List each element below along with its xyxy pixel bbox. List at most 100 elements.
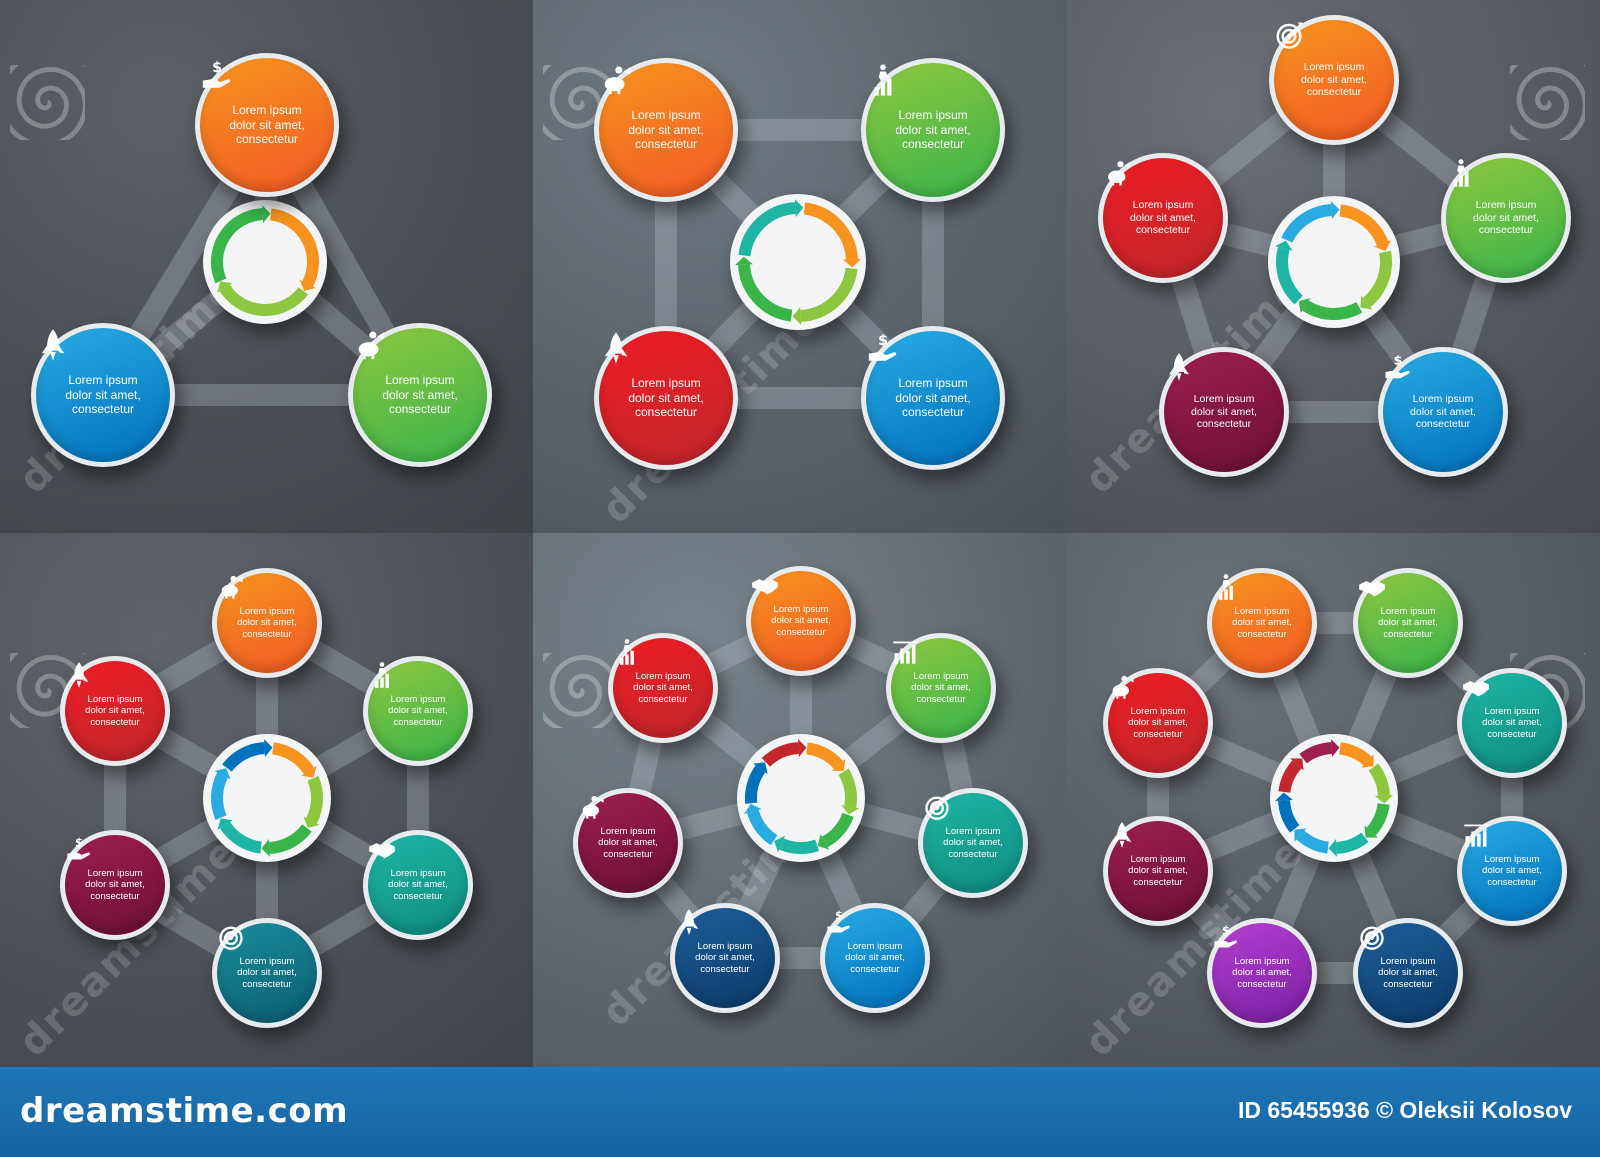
cycle-arrow-segment: [1368, 763, 1390, 797]
svg-text:$: $: [75, 836, 83, 850]
step-label: Lorem ipsum dolor sit amet, consectetur: [598, 825, 658, 860]
footer-bar: dreamstime.com ID 65455936 © Oleksii Kol…: [0, 1067, 1600, 1157]
cycle-arrow-head: [794, 199, 804, 218]
cycle-arrows: [211, 205, 319, 316]
cycle-arrow-segment: [1362, 250, 1392, 308]
cycle-arrow-head: [262, 205, 271, 224]
step-label: Lorem ipsum dolor sit amet, consectetur: [382, 373, 458, 417]
cycle-arrow-segment: [1278, 760, 1302, 794]
step-node-navy: Lorem ipsum dolor sit amet, consectetur: [670, 903, 780, 1013]
diagram-panel-six-step-cycle: dreamstime Lorem ipsum dolor sit amet, c…: [0, 533, 533, 1067]
step-node-red: Lorem ipsum dolor sit amet, consectetur: [1098, 153, 1228, 283]
step-node-blue: $ Lorem ipsum dolor sit amet, consectetu…: [820, 903, 930, 1013]
cycle-arrow-head: [301, 765, 317, 778]
cycle-arrow-head: [264, 739, 273, 758]
cycle-arrow-segment: [1296, 830, 1330, 854]
cycle-arrow-head: [798, 739, 807, 758]
diagram-panel-eight-step-cycle: dreamstime Lorem ipsum dolor sit amet, c…: [1066, 533, 1600, 1067]
cycle-arrow-segment: [805, 742, 843, 770]
step-node-green: Lorem ipsum dolor sit amet, consectetur: [348, 323, 492, 467]
step-label: Lorem ipsum dolor sit amet, consectetur: [1410, 393, 1476, 431]
cycle-arrow-head: [841, 805, 860, 815]
cycle-arrow-head: [774, 835, 786, 853]
step-label: Lorem ipsum dolor sit amet, consectetur: [388, 693, 448, 728]
center-cycle-circle: [203, 200, 327, 324]
cycle-arrow-head: [1290, 758, 1304, 771]
step-label: Lorem ipsum dolor sit amet, consectetur: [237, 605, 297, 640]
cycle-arrow-segment: [800, 267, 858, 322]
cycle-arrow-segment: [738, 264, 793, 322]
step-node-red: Lorem ipsum dolor sit amet, consectetur: [1103, 668, 1213, 778]
step-label: Lorem ipsum dolor sit amet, consectetur: [237, 955, 297, 990]
cycle-arrow-segment: [219, 284, 309, 316]
step-node-teal: Lorem ipsum dolor sit amet, consectetur: [1457, 668, 1567, 778]
step-node-green: Lorem ipsum dolor sit amet, consectetur: [363, 656, 473, 766]
image-credit: ID 65455936 © Oleksii Kolosov: [1237, 1097, 1572, 1123]
step-label: Lorem ipsum dolor sit amet, consectetur: [695, 940, 755, 975]
step-node-red: Lorem ipsum dolor sit amet, consectetur: [60, 656, 170, 766]
step-node-orange: Lorem ipsum dolor sit amet, consectetur: [594, 58, 738, 202]
cycle-arrow-head: [744, 803, 762, 814]
cycle-arrow-head: [1275, 792, 1294, 801]
cycle-arrow-head: [1330, 201, 1340, 220]
step-node-orange: Lorem ipsum dolor sit amet, consectetur: [746, 566, 856, 676]
diagram-panel-five-step-cycle: dreamstime Lorem ipsum dolor sit amet, c…: [1066, 0, 1600, 533]
cycle-arrows: [1275, 739, 1393, 857]
infographic-canvas: dreamstime$ Lorem ipsum dolor sit amet, …: [0, 0, 1600, 1067]
step-node-orange: Lorem ipsum dolor sit amet, consectetur: [212, 568, 322, 678]
cycle-arrows: [211, 739, 323, 857]
step-label: Lorem ipsum dolor sit amet, consectetur: [1232, 955, 1292, 990]
step-label: Lorem ipsum dolor sit amet, consectetur: [1128, 705, 1188, 740]
cycle-arrow-segment: [1338, 742, 1372, 766]
diagram-panel-three-step-cycle: dreamstime$ Lorem ipsum dolor sit amet, …: [0, 0, 533, 533]
cycle-arrow-head: [792, 306, 802, 325]
step-label: Lorem ipsum dolor sit amet, consectetur: [1301, 61, 1367, 99]
step-node-maroon: Lorem ipsum dolor sit amet, consectetur: [573, 788, 683, 898]
step-node-green: Lorem ipsum dolor sit amet, consectetur: [1353, 568, 1463, 678]
cycle-arrow-head: [1328, 838, 1337, 857]
step-label: Lorem ipsum dolor sit amet, consectetur: [388, 867, 448, 902]
cycle-arrow-head: [214, 768, 231, 780]
cycle-arrow-segment: [1278, 799, 1300, 833]
cycle-arrow-segment: [1276, 246, 1303, 305]
cycle-arrow-head: [299, 279, 316, 292]
cycle-arrow-head: [261, 838, 270, 857]
step-node-red: Lorem ipsum dolor sit amet, consectetur: [594, 326, 738, 470]
cycle-arrow-head: [817, 834, 830, 850]
cycle-arrow-head: [1331, 739, 1340, 758]
cycle-arrow-segment: [1281, 204, 1332, 243]
cycle-arrow-segment: [1366, 802, 1390, 836]
svg-text:$: $: [1222, 924, 1230, 938]
step-label: Lorem ipsum dolor sit amet, consectetur: [1482, 853, 1542, 888]
center-cycle-circle: [730, 194, 866, 330]
step-node-blue: Lorem ipsum dolor sit amet, consectetur: [31, 323, 175, 467]
step-label: Lorem ipsum dolor sit amet, consectetur: [1128, 853, 1188, 888]
cycle-arrow-head: [217, 281, 233, 293]
step-node-green: Lorem ipsum dolor sit amet, consectetur: [1441, 153, 1571, 283]
cycle-arrow-head: [217, 818, 233, 831]
step-label: Lorem ipsum dolor sit amet, consectetur: [633, 670, 693, 705]
cycle-arrow-head: [1364, 825, 1378, 838]
cycle-arrow-head: [1374, 240, 1391, 251]
step-node-blue: $ Lorem ipsum dolor sit amet, consectetu…: [861, 326, 1005, 470]
cycle-arrow-segment: [1335, 832, 1369, 854]
step-label: Lorem ipsum dolor sit amet, consectetur: [65, 373, 141, 417]
cycle-arrow-segment: [1339, 204, 1389, 246]
step-label: Lorem ipsum dolor sit amet, consectetur: [771, 603, 831, 638]
step-label: Lorem ipsum dolor sit amet, consectetur: [1378, 605, 1438, 640]
step-label: Lorem ipsum dolor sit amet, consectetur: [895, 376, 971, 420]
step-label: Lorem ipsum dolor sit amet, consectetur: [229, 103, 305, 147]
step-node-red: Lorem ipsum dolor sit amet, consectetur: [608, 633, 718, 743]
step-label: Lorem ipsum dolor sit amet, consectetur: [943, 825, 1003, 860]
cycle-arrow-segment: [1299, 742, 1333, 764]
cycle-arrow-segment: [269, 208, 319, 287]
step-label: Lorem ipsum dolor sit amet, consectetur: [628, 376, 704, 420]
svg-text:$: $: [212, 60, 222, 76]
step-label: Lorem ipsum dolor sit amet, consectetur: [1191, 393, 1257, 431]
cycle-arrow-segment: [211, 208, 264, 284]
center-cycle-circle: [737, 734, 865, 862]
step-node-navy: Lorem ipsum dolor sit amet, consectetur: [1353, 918, 1463, 1028]
svg-text:$: $: [1394, 353, 1403, 368]
cycle-arrow-head: [753, 762, 768, 775]
